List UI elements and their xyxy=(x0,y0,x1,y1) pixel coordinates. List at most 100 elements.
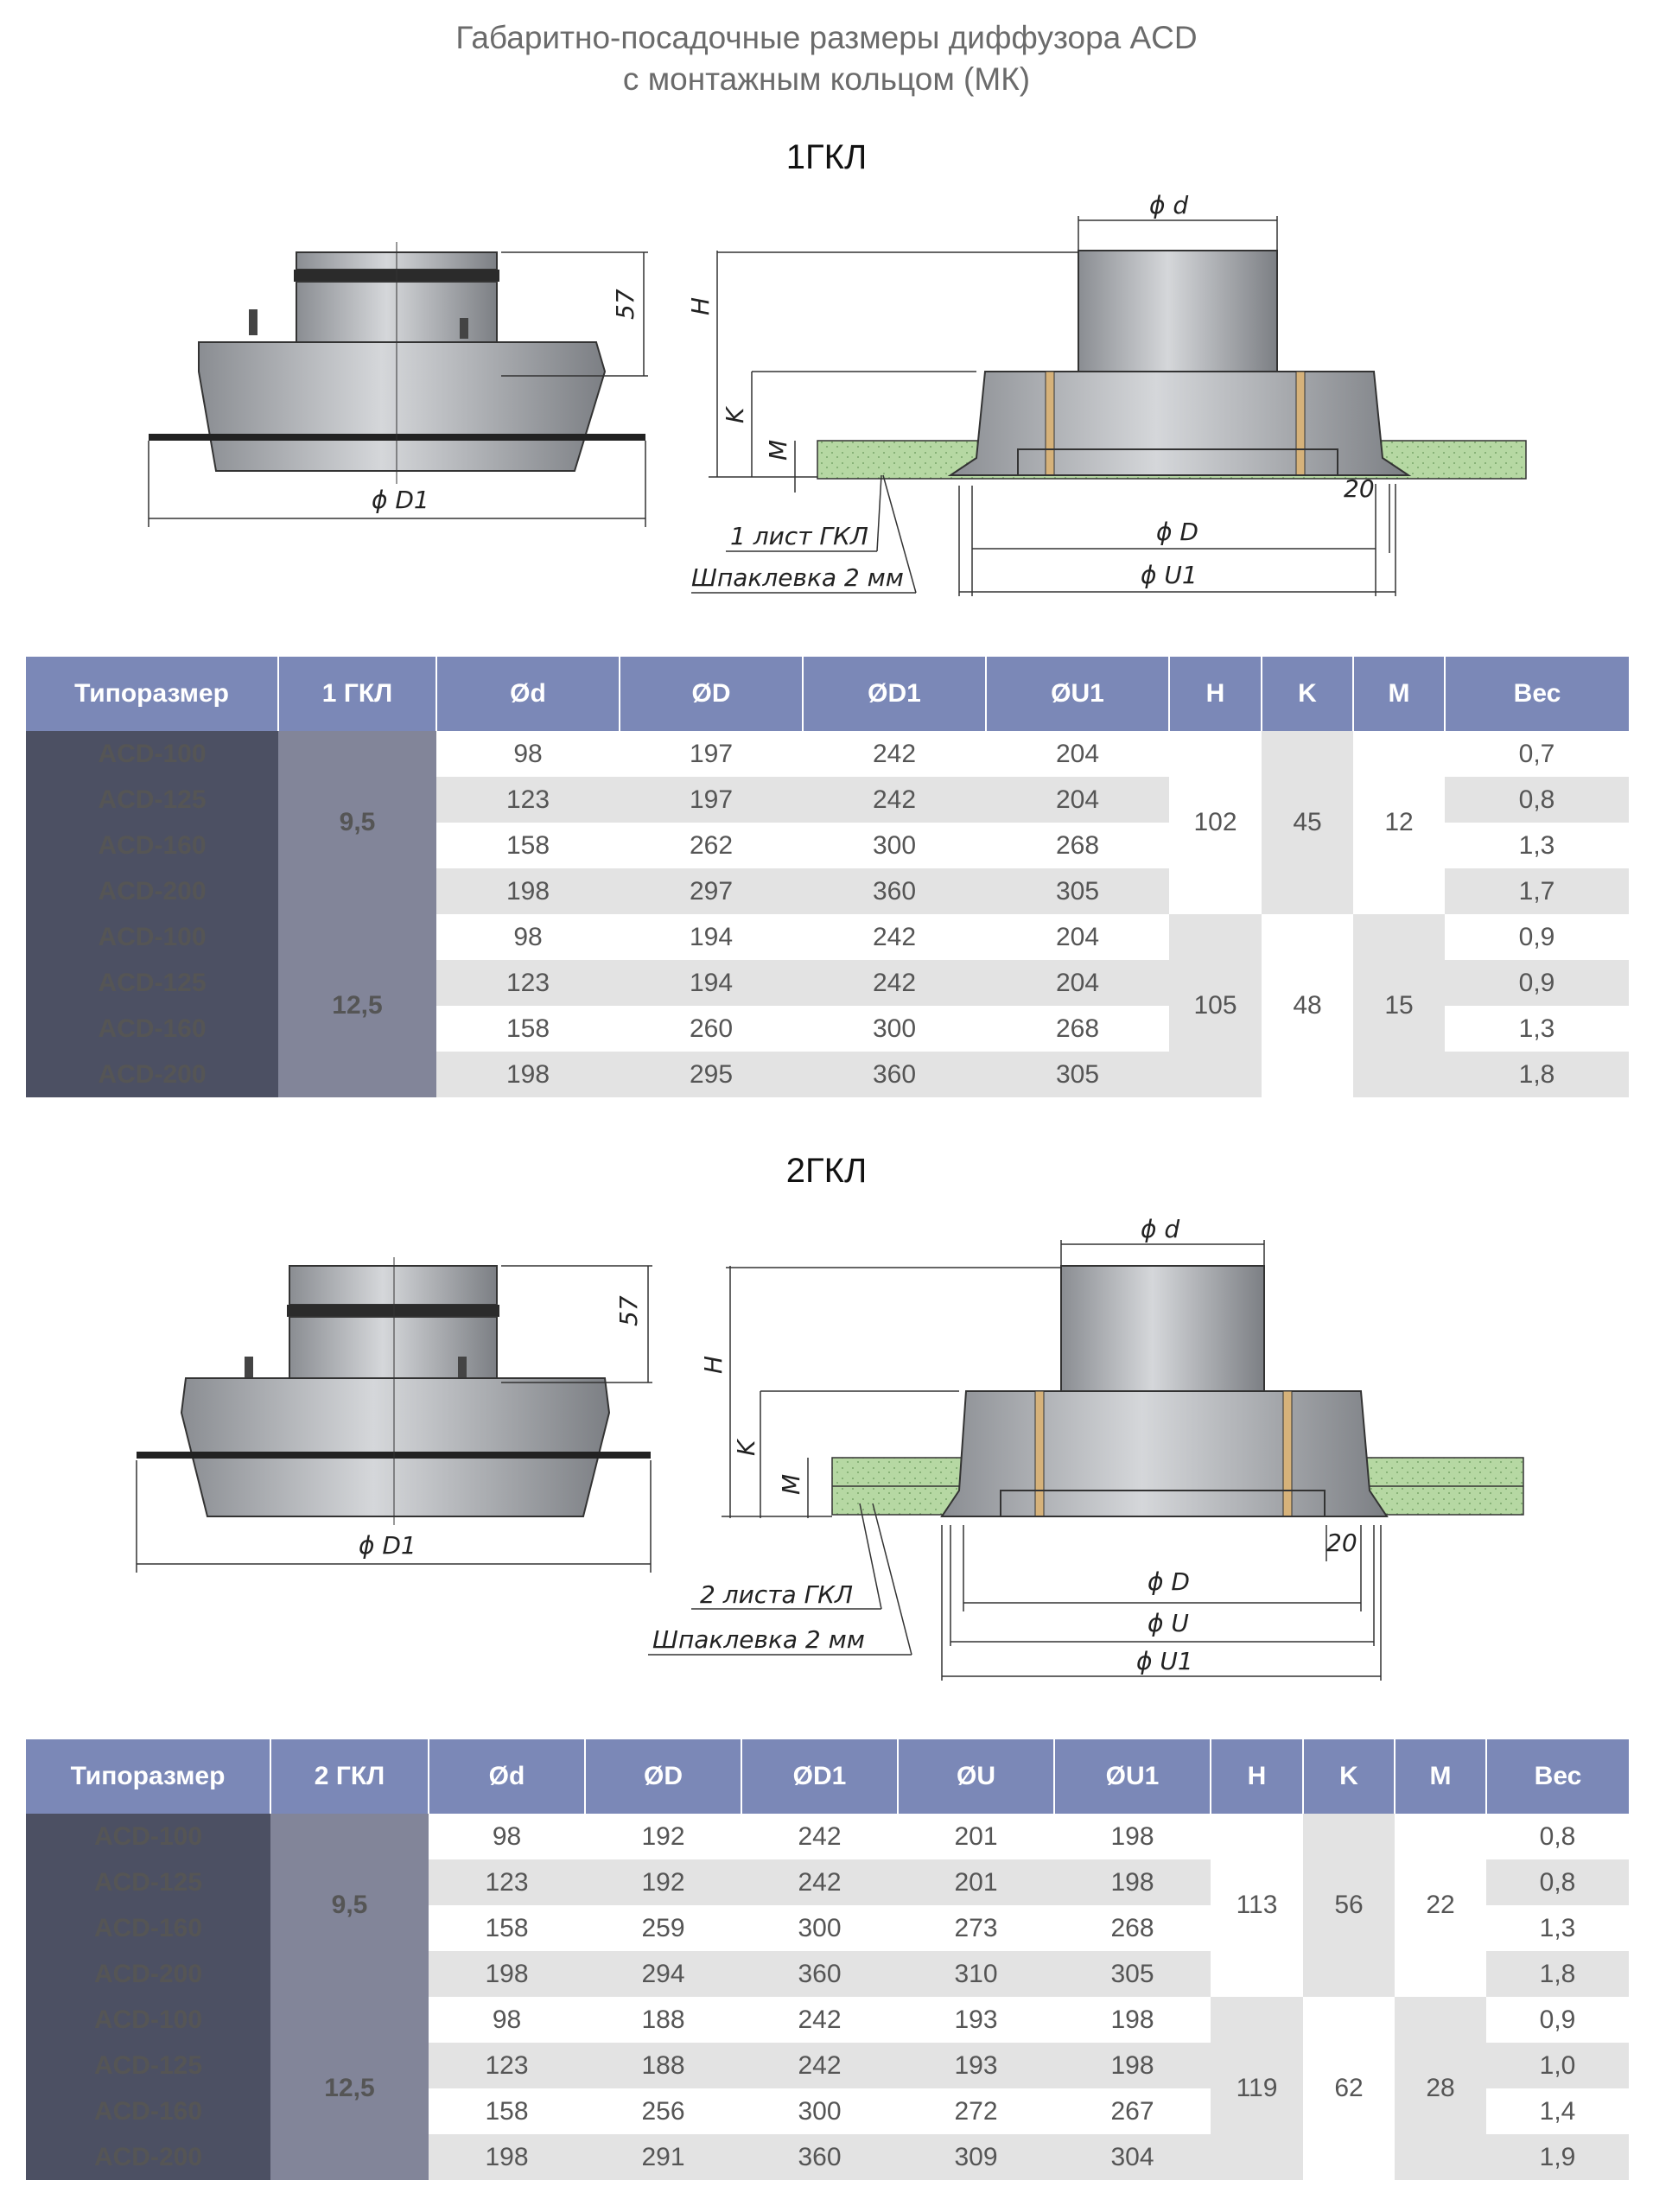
value-cell: 305 xyxy=(986,868,1169,914)
value-cell: 123 xyxy=(436,777,620,823)
note-putty: Шпаклевка 2 мм xyxy=(652,1625,865,1654)
weight-cell: 1,8 xyxy=(1486,1951,1629,1997)
col-header: Вес xyxy=(1445,657,1629,731)
dim-d: ϕ d xyxy=(1141,1215,1179,1243)
dim-U1: ϕ U1 xyxy=(1141,561,1198,589)
value-cell: 198 xyxy=(1054,1997,1211,2043)
dim-d1: ϕ D1 xyxy=(372,486,429,514)
weight-cell: 0,9 xyxy=(1486,1997,1629,2043)
model-cell: ACD-100 xyxy=(26,731,278,777)
value-cell: 197 xyxy=(620,731,803,777)
value-cell: 300 xyxy=(803,1006,986,1052)
col-header: 1 ГКЛ xyxy=(278,657,437,731)
section2-title: 2ГКЛ xyxy=(785,1152,868,1190)
model-cell: ACD-125 xyxy=(26,777,278,823)
M-cell: 15 xyxy=(1353,914,1445,1097)
section1-title: 1ГКЛ xyxy=(785,138,868,176)
model-cell: ACD-160 xyxy=(26,1905,270,1951)
value-cell: 194 xyxy=(620,960,803,1006)
value-cell: 300 xyxy=(741,1905,898,1951)
diffuser-side-view-left-2: ϕ D1 57 xyxy=(136,1257,652,1573)
H-cell: 105 xyxy=(1169,914,1262,1097)
weight-cell: 0,9 xyxy=(1445,914,1629,960)
weight-cell: 1,3 xyxy=(1445,1006,1629,1052)
col-header: K xyxy=(1303,1739,1396,1814)
table-row: ACD-160 158 256 300 272 267 1,4 xyxy=(26,2088,1629,2134)
value-cell: 197 xyxy=(620,777,803,823)
value-cell: 198 xyxy=(1054,1814,1211,1859)
col-header: ØU1 xyxy=(986,657,1170,731)
col-header: M xyxy=(1353,657,1446,731)
note-gkl: 2 листа ГКЛ xyxy=(700,1580,853,1609)
col-header: H xyxy=(1169,657,1262,731)
value-cell: 309 xyxy=(898,2134,1054,2180)
model-cell: ACD-200 xyxy=(26,868,278,914)
note-putty: Шпаклевка 2 мм xyxy=(691,563,904,592)
sheet-thickness-cell: 9,5 xyxy=(278,731,436,914)
value-cell: 310 xyxy=(898,1951,1054,1997)
table-2gkl: Типоразмер 2 ГКЛ Ød ØD ØD1 ØU ØU1 H K M … xyxy=(26,1739,1629,2180)
model-cell: ACD-125 xyxy=(26,2043,270,2088)
value-cell: 300 xyxy=(741,2088,898,2134)
value-cell: 259 xyxy=(585,1905,741,1951)
sheet-thickness-cell: 12,5 xyxy=(278,914,436,1097)
col-header: H xyxy=(1211,1739,1304,1814)
model-cell: ACD-100 xyxy=(26,1997,270,2043)
col-header: 2 ГКЛ xyxy=(270,1739,429,1814)
table-row: ACD-200 198 295 360 305 1,8 xyxy=(26,1052,1629,1097)
value-cell: 242 xyxy=(803,914,986,960)
weight-cell: 1,9 xyxy=(1486,2134,1629,2180)
value-cell: 198 xyxy=(429,1951,585,1997)
value-cell: 123 xyxy=(429,1859,585,1905)
M-cell: 28 xyxy=(1395,1997,1486,2180)
value-cell: 198 xyxy=(436,1052,620,1097)
diffuser-side-view-left: ϕ D1 57 xyxy=(148,242,648,527)
model-cell: ACD-100 xyxy=(26,1814,270,1859)
value-cell: 98 xyxy=(429,1814,585,1859)
col-header: ØU xyxy=(898,1739,1055,1814)
dim-H: H xyxy=(699,1356,728,1374)
col-header: M xyxy=(1395,1739,1487,1814)
value-cell: 201 xyxy=(898,1814,1054,1859)
model-cell: ACD-160 xyxy=(26,823,278,868)
value-cell: 256 xyxy=(585,2088,741,2134)
M-cell: 12 xyxy=(1353,731,1445,914)
col-header: ØD xyxy=(620,657,804,731)
value-cell: 204 xyxy=(986,777,1169,823)
weight-cell: 1,8 xyxy=(1445,1052,1629,1097)
col-header: ØD1 xyxy=(741,1739,899,1814)
section2-drawing: ϕ D1 57 ϕ d H K M 20 xyxy=(136,1215,1524,1681)
value-cell: 291 xyxy=(585,2134,741,2180)
table-row: ACD-200 198 297 360 305 1,7 xyxy=(26,868,1629,914)
value-cell: 192 xyxy=(585,1859,741,1905)
value-cell: 123 xyxy=(436,960,620,1006)
table-row: ACD-200 198 294 360 310 305 1,8 xyxy=(26,1951,1629,1997)
weight-cell: 0,8 xyxy=(1486,1859,1629,1905)
dim-D: ϕ D xyxy=(1156,518,1198,546)
H-cell: 113 xyxy=(1211,1814,1303,1997)
value-cell: 267 xyxy=(1054,2088,1211,2134)
dim-M: M xyxy=(764,440,792,461)
weight-cell: 0,7 xyxy=(1445,731,1629,777)
weight-cell: 1,3 xyxy=(1486,1905,1629,1951)
value-cell: 242 xyxy=(803,777,986,823)
table-header-row: Типоразмер 2 ГКЛ Ød ØD ØD1 ØU ØU1 H K M … xyxy=(26,1739,1629,1814)
value-cell: 300 xyxy=(803,823,986,868)
value-cell: 260 xyxy=(620,1006,803,1052)
value-cell: 273 xyxy=(898,1905,1054,1951)
value-cell: 204 xyxy=(986,731,1169,777)
dim-20: 20 xyxy=(1326,1529,1357,1557)
dim-K: K xyxy=(721,405,749,423)
col-header: ØD1 xyxy=(803,657,987,731)
value-cell: 198 xyxy=(436,868,620,914)
value-cell: 242 xyxy=(741,1997,898,2043)
page-subtitle: с монтажным кольцом (МК) xyxy=(622,61,1031,97)
dim-H: H xyxy=(686,297,715,315)
col-header: Вес xyxy=(1486,1739,1629,1814)
value-cell: 295 xyxy=(620,1052,803,1097)
K-cell: 48 xyxy=(1262,914,1353,1097)
value-cell: 294 xyxy=(585,1951,741,1997)
diffuser-section-view-right-2: ϕ d H K M 20 ϕ D ϕ U ϕ U1 2 листа ГКЛ Шп… xyxy=(648,1215,1524,1681)
table-row: ACD-100 9,5 98 192 242 201 198 113 56 22… xyxy=(26,1814,1629,1997)
table-row: ACD-160 158 262 300 268 1,3 xyxy=(26,823,1629,868)
